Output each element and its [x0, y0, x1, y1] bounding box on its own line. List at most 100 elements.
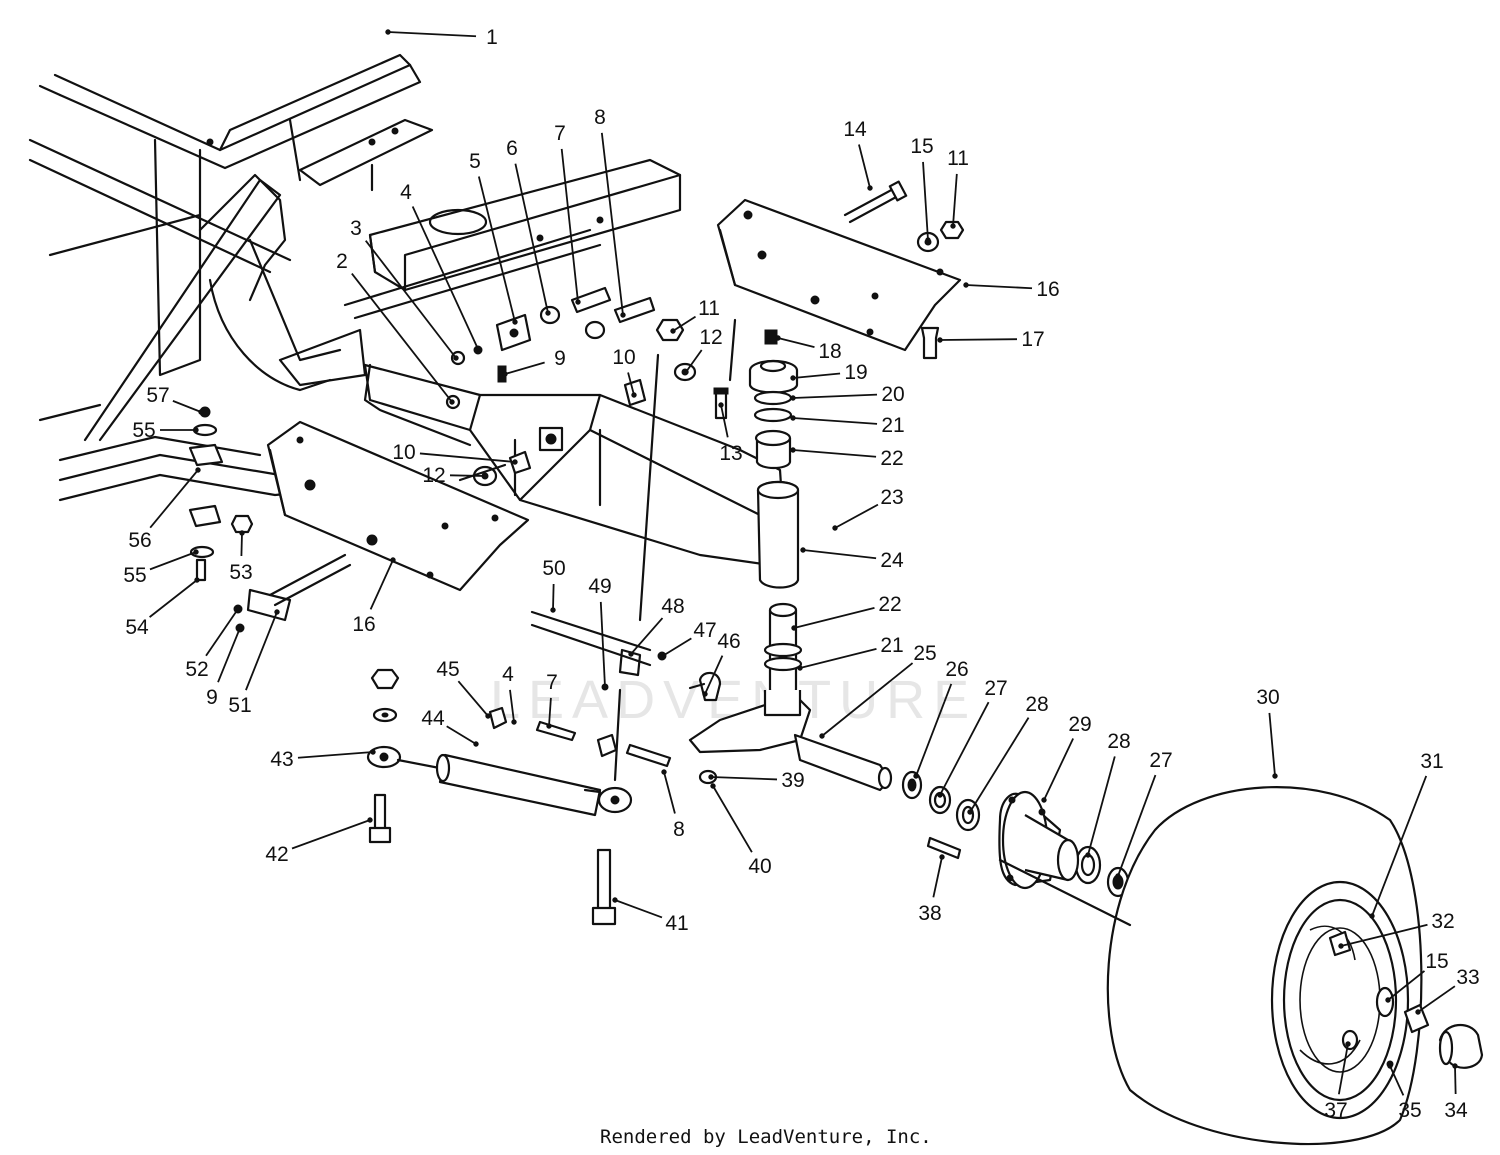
- callout-dot-c4b: [511, 719, 517, 725]
- callout-dot-c46: [702, 691, 708, 697]
- callout-dot-c54: [194, 577, 200, 583]
- callout-number-c51: 51: [228, 694, 251, 717]
- bushing-56-bottom: [188, 504, 222, 528]
- callout-number-c2: 2: [336, 250, 348, 273]
- callout-dot-c15: [925, 237, 931, 243]
- callout-number-c26: 26: [945, 658, 968, 681]
- callout-leader-c44: [446, 725, 477, 745]
- callout-number-c8b: 8: [673, 818, 685, 841]
- callout-number-c15b: 15: [1425, 950, 1448, 973]
- callout-number-c1: 1: [486, 26, 498, 49]
- front-axle: [363, 363, 800, 589]
- bracket-16-right: [716, 198, 962, 352]
- ball-joint-46: [698, 671, 722, 702]
- callout-number-c52: 52: [185, 658, 208, 681]
- callout-leader-c28b: [1087, 756, 1116, 856]
- callout-number-c33: 33: [1456, 966, 1479, 989]
- callout-leader-c1: [387, 31, 477, 38]
- callout-number-c19: 19: [844, 361, 867, 384]
- callout-dot-c14: [867, 185, 873, 191]
- callout-dot-c6: [545, 310, 551, 316]
- callout-dot-c11: [670, 328, 676, 334]
- callout-number-c21b: 21: [880, 634, 903, 657]
- callout-dot-c13: [718, 402, 724, 408]
- callout-number-c16b: 16: [352, 613, 375, 636]
- callout-number-c29: 29: [1068, 713, 1091, 736]
- callout-number-c12: 12: [699, 326, 722, 349]
- callout-number-c44: 44: [421, 707, 445, 730]
- callout-leader-c7b: [548, 697, 552, 727]
- bolt-17: [920, 326, 940, 360]
- callout-number-c18: 18: [818, 340, 841, 363]
- callout-leader-c13: [720, 404, 729, 438]
- callout-number-c43: 43: [270, 748, 293, 771]
- callout-dot-c27b: [1115, 873, 1121, 879]
- callout-leader-c26: [915, 683, 953, 777]
- callout-number-c46: 46: [717, 630, 740, 653]
- callout-number-c6: 6: [506, 137, 518, 160]
- callout-dot-c7: [575, 299, 581, 305]
- callout-number-c48: 48: [661, 595, 684, 618]
- callout-leader-c21b: [799, 648, 877, 669]
- callout-number-c15: 15: [910, 135, 933, 158]
- callout-leader-c2: [351, 273, 453, 403]
- callout-leader-c51: [245, 611, 278, 691]
- callout-leader-c22b: [793, 607, 875, 629]
- bolt-41: [591, 848, 617, 926]
- callout-leader-c16: [965, 284, 1033, 290]
- callout-leader-c38: [932, 856, 943, 898]
- callout-dot-c53: [239, 530, 245, 536]
- callout-dot-c21b: [797, 665, 803, 671]
- callout-number-c5: 5: [469, 150, 481, 173]
- callout-dot-c17: [937, 337, 943, 343]
- callout-leader-c21: [792, 417, 878, 425]
- callout-number-c47: 47: [693, 619, 716, 642]
- callout-number-c10: 10: [612, 346, 635, 369]
- callout-number-c55b: 55: [132, 419, 155, 442]
- callout-leader-c33: [1417, 985, 1456, 1013]
- tie-rod-end-45: [488, 706, 508, 730]
- callout-leader-c6: [514, 163, 549, 314]
- callout-number-c35: 35: [1398, 1099, 1421, 1122]
- callout-leader-c53: [240, 532, 243, 557]
- callout-dot-c19: [790, 375, 796, 381]
- callout-leader-c7: [560, 148, 579, 303]
- callout-number-c34: 34: [1444, 1099, 1468, 1122]
- callout-number-c27b: 27: [1149, 749, 1172, 772]
- callout-dot-c9: [502, 371, 508, 377]
- callout-leader-c29: [1043, 738, 1074, 801]
- callout-dot-c31: [1369, 913, 1375, 919]
- callout-dot-c50: [550, 607, 556, 613]
- mower-frame: [28, 53, 682, 502]
- pivot-bushings: [748, 329, 799, 470]
- callout-number-c53: 53: [229, 561, 252, 584]
- callout-leader-c16b: [369, 559, 394, 610]
- callout-dot-c44: [473, 741, 479, 747]
- callout-dot-c38: [939, 854, 945, 860]
- callout-leader-c8: [600, 132, 624, 316]
- callout-dot-c25: [819, 733, 825, 739]
- callout-number-c8: 8: [594, 106, 606, 129]
- bolt-42: [368, 793, 392, 844]
- callout-leader-c11: [672, 315, 697, 332]
- callout-number-c39: 39: [781, 769, 804, 792]
- callout-dot-c7b: [546, 723, 552, 729]
- callout-leader-c50: [552, 583, 555, 611]
- callout-leader-c30: [1268, 712, 1276, 777]
- bolt-54: [195, 558, 207, 582]
- nut-11-left: [370, 668, 400, 690]
- callout-dot-c40: [710, 783, 716, 789]
- callout-number-c7: 7: [554, 122, 566, 145]
- washer-15-right: [1375, 986, 1395, 1018]
- callout-leader-c9b: [217, 627, 241, 683]
- callout-number-c32: 32: [1431, 910, 1454, 933]
- callout-dot-c1: [385, 29, 391, 35]
- nut-11: [939, 220, 965, 240]
- callout-leader-c31: [1371, 775, 1428, 917]
- callout-number-c14: 14: [843, 118, 867, 141]
- callout-dot-c32: [1338, 943, 1344, 949]
- callout-number-c13: 13: [719, 442, 742, 465]
- callout-dot-c2: [449, 399, 455, 405]
- callout-number-c40: 40: [748, 855, 771, 878]
